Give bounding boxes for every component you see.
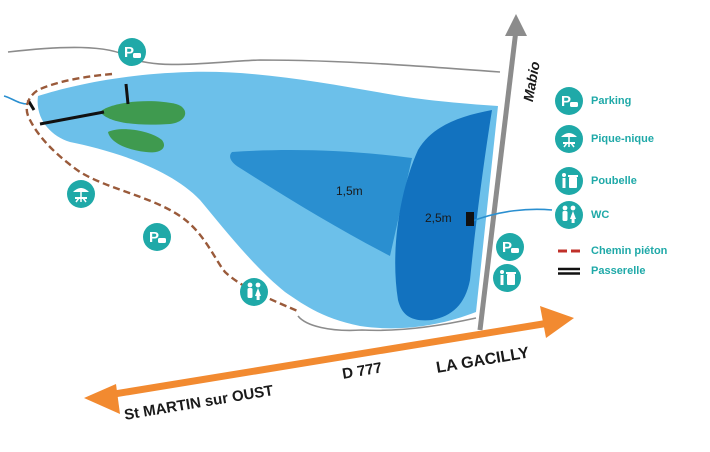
legend-label-footpath: Chemin piéton: [591, 245, 668, 257]
svg-text:P: P: [561, 93, 571, 110]
svg-text:P: P: [502, 239, 512, 256]
picnic-icon: [67, 180, 95, 208]
picnic-icon: [555, 125, 583, 153]
svg-text:P: P: [124, 44, 134, 61]
road-d777: [101, 318, 556, 400]
parking-icon: P: [118, 38, 146, 66]
footbridge-top: [124, 83, 130, 105]
wc-icon: [240, 278, 268, 306]
legend-label-wc: WC: [591, 209, 610, 221]
road-arrow-right: [540, 306, 574, 338]
island-top: [100, 101, 186, 125]
bin-icon: [493, 264, 521, 292]
parking-icon: P: [496, 233, 524, 261]
depth-label-deep: 2,5m: [425, 211, 452, 225]
legend-item-parking: P Parking: [555, 86, 631, 116]
legend-item-footpath: Chemin piéton: [555, 236, 667, 266]
road-mabio: [477, 29, 519, 331]
footbridge-swatch: [558, 267, 580, 275]
legend-label-picnic: Pique-nique: [591, 133, 654, 145]
footpath: [25, 72, 301, 314]
parking-icon: P: [143, 223, 171, 251]
road-arrow-left: [84, 384, 120, 414]
bin-icon: [555, 167, 583, 195]
footbridge-left: [39, 110, 105, 126]
wc-marker: [466, 212, 474, 226]
legend-label-bin: Poubelle: [591, 175, 637, 187]
shore-outline-top: [7, 46, 501, 73]
wc-icon: [555, 201, 583, 229]
lake-deep: [395, 110, 492, 321]
legend-item-wc: WC: [555, 200, 609, 230]
lake-mid-depth: [230, 150, 412, 256]
parking-icon: P: [555, 87, 583, 115]
legend-item-picnic: Pique-nique: [555, 124, 654, 154]
road-mabio-arrow: [505, 14, 527, 36]
footpath-swatch: [558, 249, 580, 253]
depth-label-shallow: 1,5m: [336, 184, 363, 198]
stream-inlet: [3, 95, 29, 105]
legend-item-bin: Poubelle: [555, 166, 637, 196]
svg-text:P: P: [149, 229, 159, 246]
wc-connector: [469, 208, 553, 223]
legend-label-parking: Parking: [591, 95, 632, 107]
shore-outline-bottom: [297, 315, 477, 332]
island-bottom: [108, 129, 165, 153]
legend-label-footbridge: Passerelle: [591, 265, 646, 277]
legend-item-footbridge: Passerelle: [555, 256, 645, 286]
